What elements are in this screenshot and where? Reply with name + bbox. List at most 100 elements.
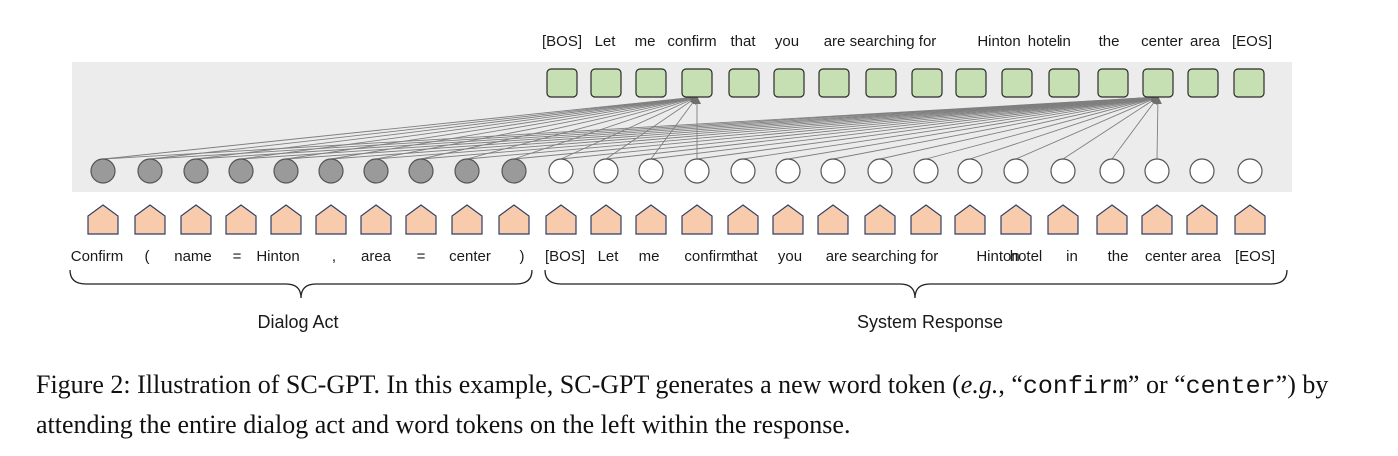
attention-line xyxy=(1062,96,1159,160)
dialog-act-token-label: = xyxy=(233,248,242,265)
output-token-label: area xyxy=(1190,33,1221,50)
attention-line xyxy=(102,93,698,160)
dialog-act-brace xyxy=(69,269,533,299)
dialog-act-token-label: ) xyxy=(520,248,525,265)
response-token-label: [EOS] xyxy=(1235,248,1275,265)
attention-line xyxy=(149,93,698,160)
dialog-act-hidden-node xyxy=(363,158,389,184)
attention-line xyxy=(560,93,1159,160)
dialog-act-token-label: center xyxy=(449,248,491,265)
output-token-box xyxy=(681,68,713,98)
dialog-act-hidden-node xyxy=(408,158,434,184)
attention-line xyxy=(149,93,1159,160)
attention-line xyxy=(375,93,1159,160)
output-token-box xyxy=(773,68,805,98)
attention-line xyxy=(195,93,1159,160)
response-hidden-node xyxy=(1099,158,1125,184)
response-token-label: you xyxy=(778,248,802,265)
output-token-label: center xyxy=(1141,33,1183,50)
attention-line xyxy=(285,93,1159,160)
attention-line xyxy=(240,93,1159,160)
input-token-block xyxy=(87,204,119,235)
output-token-label: hotel xyxy=(1028,33,1061,50)
dialog-act-hidden-node xyxy=(318,158,344,184)
output-token-box xyxy=(1001,68,1033,98)
response-hidden-node xyxy=(1144,158,1170,184)
input-token-block xyxy=(1141,204,1173,235)
system-response-label: System Response xyxy=(857,312,1003,332)
output-token-boxes xyxy=(546,68,1265,98)
attention-line xyxy=(787,94,1159,160)
attention-line xyxy=(330,93,1159,160)
attention-line xyxy=(513,93,1159,160)
dialog-act-label: Dialog Act xyxy=(257,312,338,332)
output-token-label: me xyxy=(635,33,656,50)
attention-line xyxy=(1111,96,1159,160)
output-token-box xyxy=(1048,68,1080,98)
output-token-label: Hinton xyxy=(977,33,1020,50)
figure-caption: Figure 2: Illustration of SC-GPT. In thi… xyxy=(36,366,1366,444)
response-token-label: Hinton xyxy=(976,248,1019,265)
output-token-box xyxy=(728,68,760,98)
input-token-block xyxy=(954,204,986,235)
input-token-block xyxy=(545,204,577,235)
output-token-box xyxy=(911,68,943,98)
caption-eg: e.g. xyxy=(960,370,999,399)
dialog-act-hidden-node xyxy=(228,158,254,184)
attention-line xyxy=(696,93,1159,160)
attention-line xyxy=(832,94,1159,160)
input-token-block xyxy=(910,204,942,235)
response-hidden-node xyxy=(593,158,619,184)
attention-line xyxy=(605,93,1159,160)
response-token-label: center area xyxy=(1145,248,1222,265)
input-token-block xyxy=(134,204,166,235)
response-hidden-node xyxy=(775,158,801,184)
output-token-box xyxy=(1097,68,1129,98)
attention-lines xyxy=(102,93,1162,160)
dialog-act-token-label: Confirm xyxy=(71,248,124,265)
attention-line xyxy=(102,93,1159,160)
input-token-block xyxy=(360,204,392,235)
response-token-label: [BOS] xyxy=(545,248,585,265)
attention-line xyxy=(420,93,1159,160)
dialog-act-token-label: = xyxy=(417,248,426,265)
response-hidden-node xyxy=(867,158,893,184)
response-token-label: the xyxy=(1108,248,1129,265)
caption-part-1: Figure 2: Illustration of SC-GPT. In thi… xyxy=(36,370,961,399)
input-token-block xyxy=(180,204,212,235)
response-token-label: me xyxy=(639,248,660,265)
dialog-act-token-label: Hinton xyxy=(256,248,299,265)
attention-line xyxy=(925,94,1159,160)
input-token-block xyxy=(772,204,804,235)
input-token-block xyxy=(727,204,759,235)
caption-code-center: center xyxy=(1185,372,1276,401)
hidden-state-nodes xyxy=(90,158,1263,184)
attention-line xyxy=(1015,96,1159,160)
input-token-block xyxy=(1047,204,1079,235)
output-token-box xyxy=(635,68,667,98)
output-token-box xyxy=(546,68,578,98)
dialog-act-hidden-node xyxy=(90,158,116,184)
attention-line xyxy=(1153,96,1162,160)
input-token-block xyxy=(1000,204,1032,235)
dialog-act-hidden-node xyxy=(137,158,163,184)
input-token-block xyxy=(817,204,849,235)
caption-code-confirm: confirm xyxy=(1022,372,1128,401)
response-hidden-node xyxy=(913,158,939,184)
response-token-label: Let xyxy=(598,248,620,265)
input-token-block xyxy=(590,204,622,235)
attention-line xyxy=(969,95,1159,160)
output-token-box xyxy=(865,68,897,98)
attention-line xyxy=(650,93,1159,160)
input-token-block xyxy=(681,204,713,235)
input-token-block xyxy=(315,204,347,235)
response-hidden-node xyxy=(730,158,756,184)
dialog-act-hidden-node xyxy=(273,158,299,184)
output-token-label: confirm xyxy=(667,33,716,50)
output-token-box xyxy=(1233,68,1265,98)
caption-part-2: , “ xyxy=(998,370,1023,399)
dialog-act-token-label: name xyxy=(174,248,212,265)
